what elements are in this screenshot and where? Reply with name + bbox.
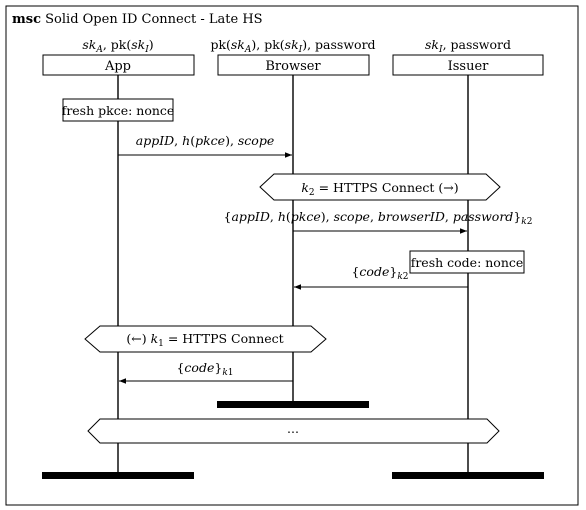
- text-part: h: [182, 133, 190, 148]
- text-part: A: [244, 45, 252, 55]
- text-part: k: [222, 368, 227, 378]
- text-part: }: [389, 264, 397, 279]
- text-part: {: [224, 209, 232, 224]
- instance-end-issuer: [392, 472, 544, 479]
- action-label-fresh-code: fresh code: nonce: [411, 255, 524, 270]
- message-label-1: appID, h(pkce), scope: [136, 133, 274, 148]
- participant-keys-app: skA, pk(skI): [82, 37, 153, 55]
- text-part: 1: [228, 368, 234, 378]
- text-part: h: [278, 209, 286, 224]
- participant-name-issuer: Issuer: [448, 59, 490, 74]
- action-label-fresh-pkce: fresh pkce: nonce: [62, 103, 175, 118]
- text-part: code: [184, 360, 214, 375]
- text-part: scope: [334, 209, 370, 224]
- condition-label-k2: k2 = HTTPS Connect (→): [301, 180, 458, 198]
- message-label-3: {code}k2: [351, 264, 408, 282]
- text-part: = HTTPS Connect (: [315, 180, 444, 195]
- text-part: ): [142, 331, 151, 346]
- text-part: I: [298, 45, 303, 55]
- text-part: k: [151, 331, 159, 346]
- text-part: 2: [309, 188, 315, 198]
- text-part: (: [190, 133, 195, 148]
- text-part: sk: [425, 37, 439, 52]
- text-part: I: [438, 45, 443, 55]
- text-part: sk: [131, 37, 145, 52]
- text-part: ,: [445, 209, 453, 224]
- text-part: →: [443, 180, 454, 195]
- text-part: sk: [82, 37, 96, 52]
- text-part: scope: [238, 133, 274, 148]
- text-part: sk: [231, 37, 245, 52]
- text-part: password: [453, 209, 514, 224]
- text-part: (: [126, 331, 131, 346]
- text-part: pkce: [291, 209, 321, 224]
- text-part: ),: [225, 133, 238, 148]
- participant-name-browser: Browser: [265, 59, 321, 74]
- condition-label-ellipsis: ...: [287, 421, 299, 436]
- text-part: ), password: [302, 37, 375, 52]
- text-part: ): [454, 180, 459, 195]
- text-part: ): [149, 37, 154, 52]
- text-part: , password: [443, 37, 511, 52]
- msc-frame: [5, 5, 579, 506]
- text-part: code: [359, 264, 389, 279]
- instance-end-browser: [217, 401, 369, 408]
- msc-title-text: Solid Open ID Connect - Late HS: [45, 12, 262, 27]
- text-part: = HTTPS Connect: [164, 331, 284, 346]
- condition-ellipsis: [87, 418, 500, 444]
- condition-k2-https-connect: [259, 173, 501, 201]
- text-part: pk(: [210, 37, 230, 52]
- msc-keyword: msc: [12, 12, 41, 27]
- text-part: ),: [321, 209, 334, 224]
- text-part: k: [521, 217, 526, 227]
- text-part: k: [397, 272, 402, 282]
- text-part: appID: [136, 133, 174, 148]
- msc-title: msc Solid Open ID Connect - Late HS: [12, 12, 263, 27]
- participant-keys-browser: pk(skA), pk(skI), password: [210, 37, 375, 55]
- text-part: k: [301, 180, 309, 195]
- text-part: sk: [285, 37, 299, 52]
- text-part: ,: [174, 133, 182, 148]
- condition-label-k1: (←) k1 = HTTPS Connect: [126, 331, 283, 349]
- condition-k1-https-connect: [84, 325, 327, 353]
- text-part: ,: [270, 209, 278, 224]
- text-part: 2: [403, 272, 409, 282]
- text-part: }: [214, 360, 222, 375]
- text-part: pkce: [195, 133, 225, 148]
- text-part: browserID: [378, 209, 445, 224]
- text-part: ), pk(: [251, 37, 284, 52]
- text-part: (: [286, 209, 291, 224]
- text-part: A: [95, 45, 103, 55]
- text-part: 2: [527, 217, 533, 227]
- text-part: {: [176, 360, 184, 375]
- text-part: ←: [131, 331, 141, 346]
- text-part: {: [351, 264, 359, 279]
- text-part: ...: [287, 421, 299, 436]
- message-label-2: {appID, h(pkce), scope, browserID, passw…: [224, 209, 533, 227]
- instance-end-app: [42, 472, 194, 479]
- participant-keys-issuer: skI, password: [425, 37, 511, 55]
- action-box-fresh-code: [409, 250, 525, 274]
- participant-name-app: App: [104, 59, 131, 74]
- text-part: ,: [370, 209, 378, 224]
- text-part: appID: [231, 209, 269, 224]
- text-part: , pk(: [103, 37, 131, 52]
- message-label-4: {code}k1: [176, 360, 233, 378]
- text-part: 1: [158, 339, 164, 349]
- text-part: }: [513, 209, 521, 224]
- text-part: I: [144, 45, 149, 55]
- action-box-fresh-pkce: [62, 98, 174, 122]
